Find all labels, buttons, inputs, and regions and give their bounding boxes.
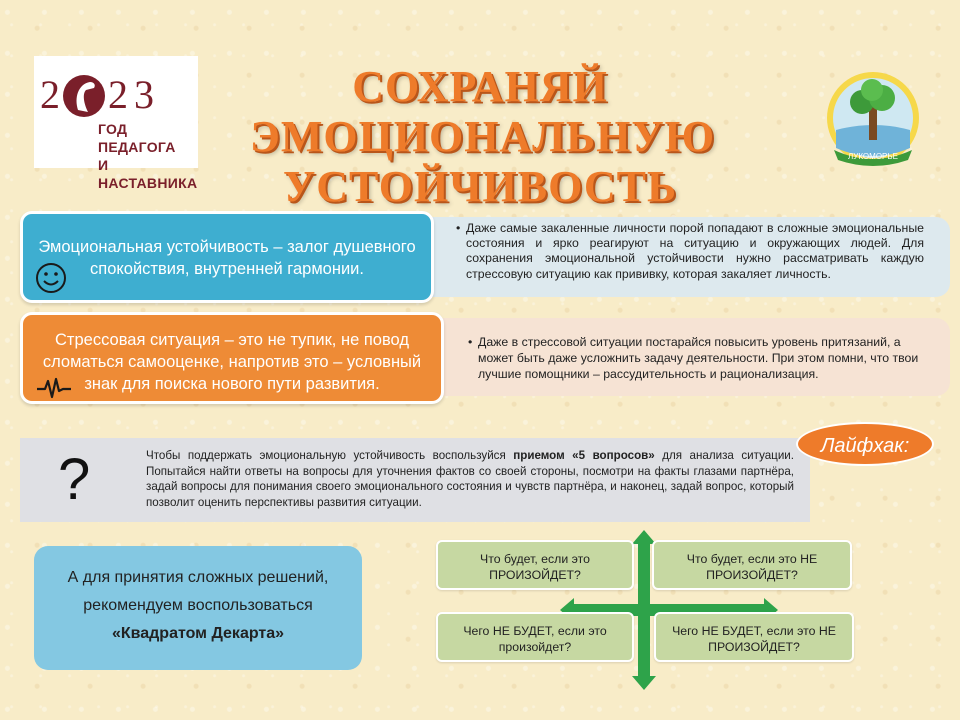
lifehack-badge: Лайфхак: bbox=[796, 422, 934, 466]
decart-bold: «Квадратом Декарта» bbox=[111, 625, 285, 642]
emblem-label: ЛУКОМОРЬЕ bbox=[848, 152, 898, 161]
lifehack-text-before: Чтобы поддержать эмоциональную устойчиво… bbox=[146, 449, 514, 462]
row1-note-text: Даже самые закаленные личности порой поп… bbox=[456, 221, 924, 282]
title-line1: СОХРАНЯЙ bbox=[352, 62, 608, 111]
decart-box: А для принятия сложных решений, рекоменд… bbox=[34, 546, 362, 670]
svg-text:3: 3 bbox=[134, 72, 154, 117]
logo-digit-2: 2 bbox=[40, 72, 60, 117]
row1-box: Эмоциональная устойчивость – залог душев… bbox=[20, 211, 434, 303]
lifehack-text: Чтобы поддержать эмоциональную устойчиво… bbox=[146, 448, 794, 510]
row2-box: Стрессовая ситуация – это не тупик, не п… bbox=[20, 312, 444, 404]
lifehack-text-after: для анализа ситуации. Попытайся найти от… bbox=[146, 449, 794, 509]
decart-line2: рекомендуем воспользоваться bbox=[83, 597, 313, 614]
pulse-icon bbox=[37, 377, 71, 399]
page-title: СОХРАНЯЙ ЭМОЦИОНАЛЬНУЮ УСТОЙЧИВОСТЬ bbox=[250, 62, 716, 212]
quadrant-not-happens: Что будет, если это НЕ ПРОИЗОЙДЕТ? bbox=[652, 540, 852, 590]
quadrant-happens: Что будет, если это ПРОИЗОЙДЕТ? bbox=[436, 540, 634, 590]
row2-note-text: Даже в стрессовой ситуации постарайся по… bbox=[468, 334, 922, 382]
title-line3: УСТОЙЧИВОСТЬ bbox=[282, 162, 678, 211]
tree-emblem-icon: ЛУКОМОРЬЕ bbox=[822, 68, 924, 170]
decart-line1: А для принятия сложных решений, bbox=[67, 569, 329, 586]
quadrant-wont-if-not-happens: Чего НЕ БУДЕТ, если это НЕ ПРОИЗОЙДЕТ? bbox=[654, 612, 854, 662]
logo-label: ГОД ПЕДАГОГА И НАСТАВНИКА bbox=[98, 120, 198, 192]
smiley-icon bbox=[36, 263, 66, 293]
row1-box-text: Эмоциональная устойчивость – залог душев… bbox=[38, 238, 416, 278]
logo-year-teacher: 2 2 3 ГОД ПЕДАГОГА И НАСТАВНИКА bbox=[34, 56, 198, 191]
logo-label-line1: ГОД ПЕДАГОГА bbox=[98, 121, 176, 155]
row2-note: Даже в стрессовой ситуации постарайся по… bbox=[440, 318, 950, 396]
svg-text:2: 2 bbox=[108, 72, 128, 117]
lifehack-box: ? Чтобы поддержать эмоциональную устойчи… bbox=[20, 438, 810, 522]
quadrant-wont-if-happens: Чего НЕ БУДЕТ, если это произойдет? bbox=[436, 612, 634, 662]
lifehack-text-bold: приемом «5 вопросов» bbox=[513, 449, 655, 462]
cross-arrows-icon bbox=[560, 530, 778, 690]
row2-box-text: Стрессовая ситуация – это не тупик, не п… bbox=[42, 331, 422, 393]
logo-label-line2: И НАСТАВНИКА bbox=[98, 157, 198, 191]
pelican-logo: 2 2 3 bbox=[40, 72, 154, 117]
row1-note: Даже самые закаленные личности порой поп… bbox=[428, 217, 950, 297]
question-mark-icon: ? bbox=[58, 447, 91, 512]
title-line2: ЭМОЦИОНАЛЬНУЮ bbox=[250, 112, 716, 161]
